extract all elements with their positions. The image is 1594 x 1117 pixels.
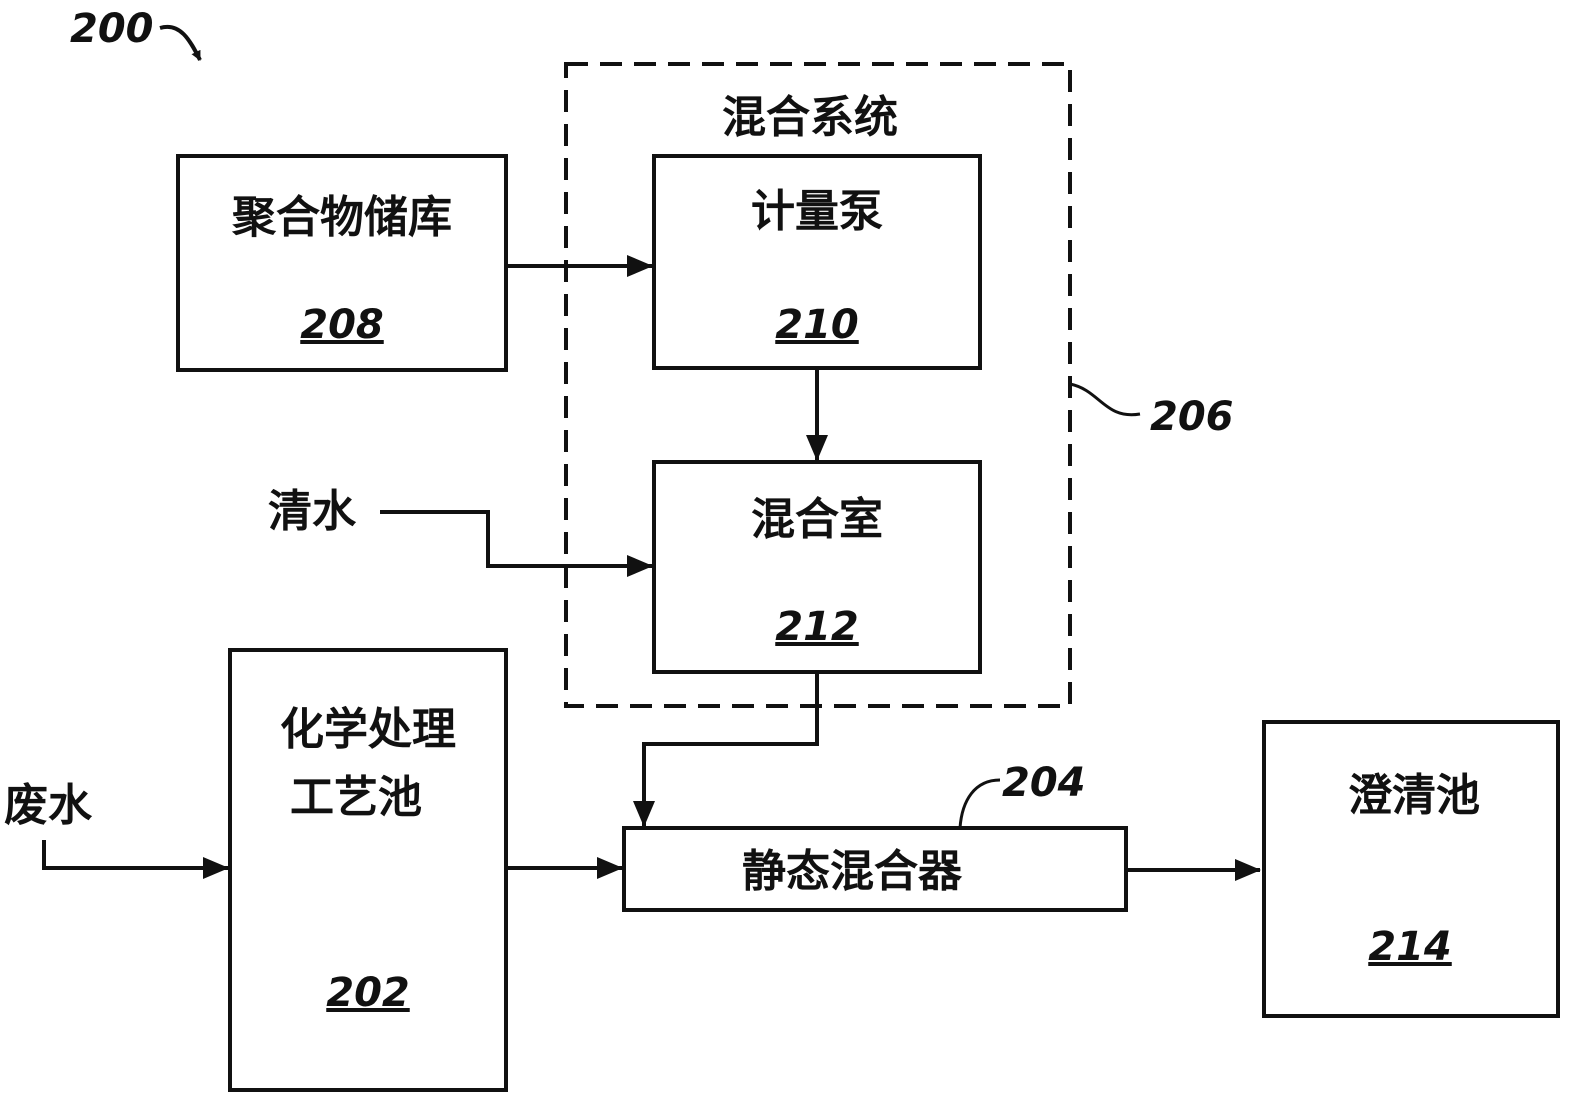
figure-ref-label: 200 xyxy=(70,6,154,52)
chem-tank-ref: 202 xyxy=(326,970,410,1016)
mixing-system-ref: 206 xyxy=(1150,394,1234,440)
figure-ref-arrow xyxy=(159,24,202,61)
clarifier-label: 澄清池 xyxy=(1348,770,1480,821)
chem-tank-box xyxy=(228,648,508,1092)
metering-pump-ref: 210 xyxy=(775,302,859,348)
wastewater-line xyxy=(42,840,229,879)
metering-pump-label: 计量泵 xyxy=(751,186,883,237)
polymer-storage-box xyxy=(176,154,508,372)
static-mixer-leader xyxy=(958,778,1001,829)
mixing-chamber-label: 混合室 xyxy=(751,494,883,545)
polymer-storage-ref: 208 xyxy=(300,302,384,348)
metering-pump-box xyxy=(652,154,982,370)
chem-tank-label-line2: 工艺池 xyxy=(290,772,422,823)
chamber-to-mixer-line xyxy=(633,672,819,827)
chem-tank-label-line1: 化学处理 xyxy=(280,704,456,755)
wastewater-label: 废水 xyxy=(4,780,93,831)
fresh-water-line xyxy=(380,510,653,577)
static-mixer-label: 静态混合器 xyxy=(742,846,963,897)
mixing-chamber-ref: 212 xyxy=(775,604,859,650)
polymer-storage-label: 聚合物储库 xyxy=(231,192,452,243)
static-mixer-ref: 204 xyxy=(1002,760,1086,806)
mixing-system-title: 混合系统 xyxy=(722,92,898,143)
clarifier-ref: 214 xyxy=(1368,924,1452,970)
clarifier-box xyxy=(1262,720,1560,1018)
fresh-water-label: 清水 xyxy=(268,486,357,537)
mixing-system-leader xyxy=(1069,382,1141,417)
